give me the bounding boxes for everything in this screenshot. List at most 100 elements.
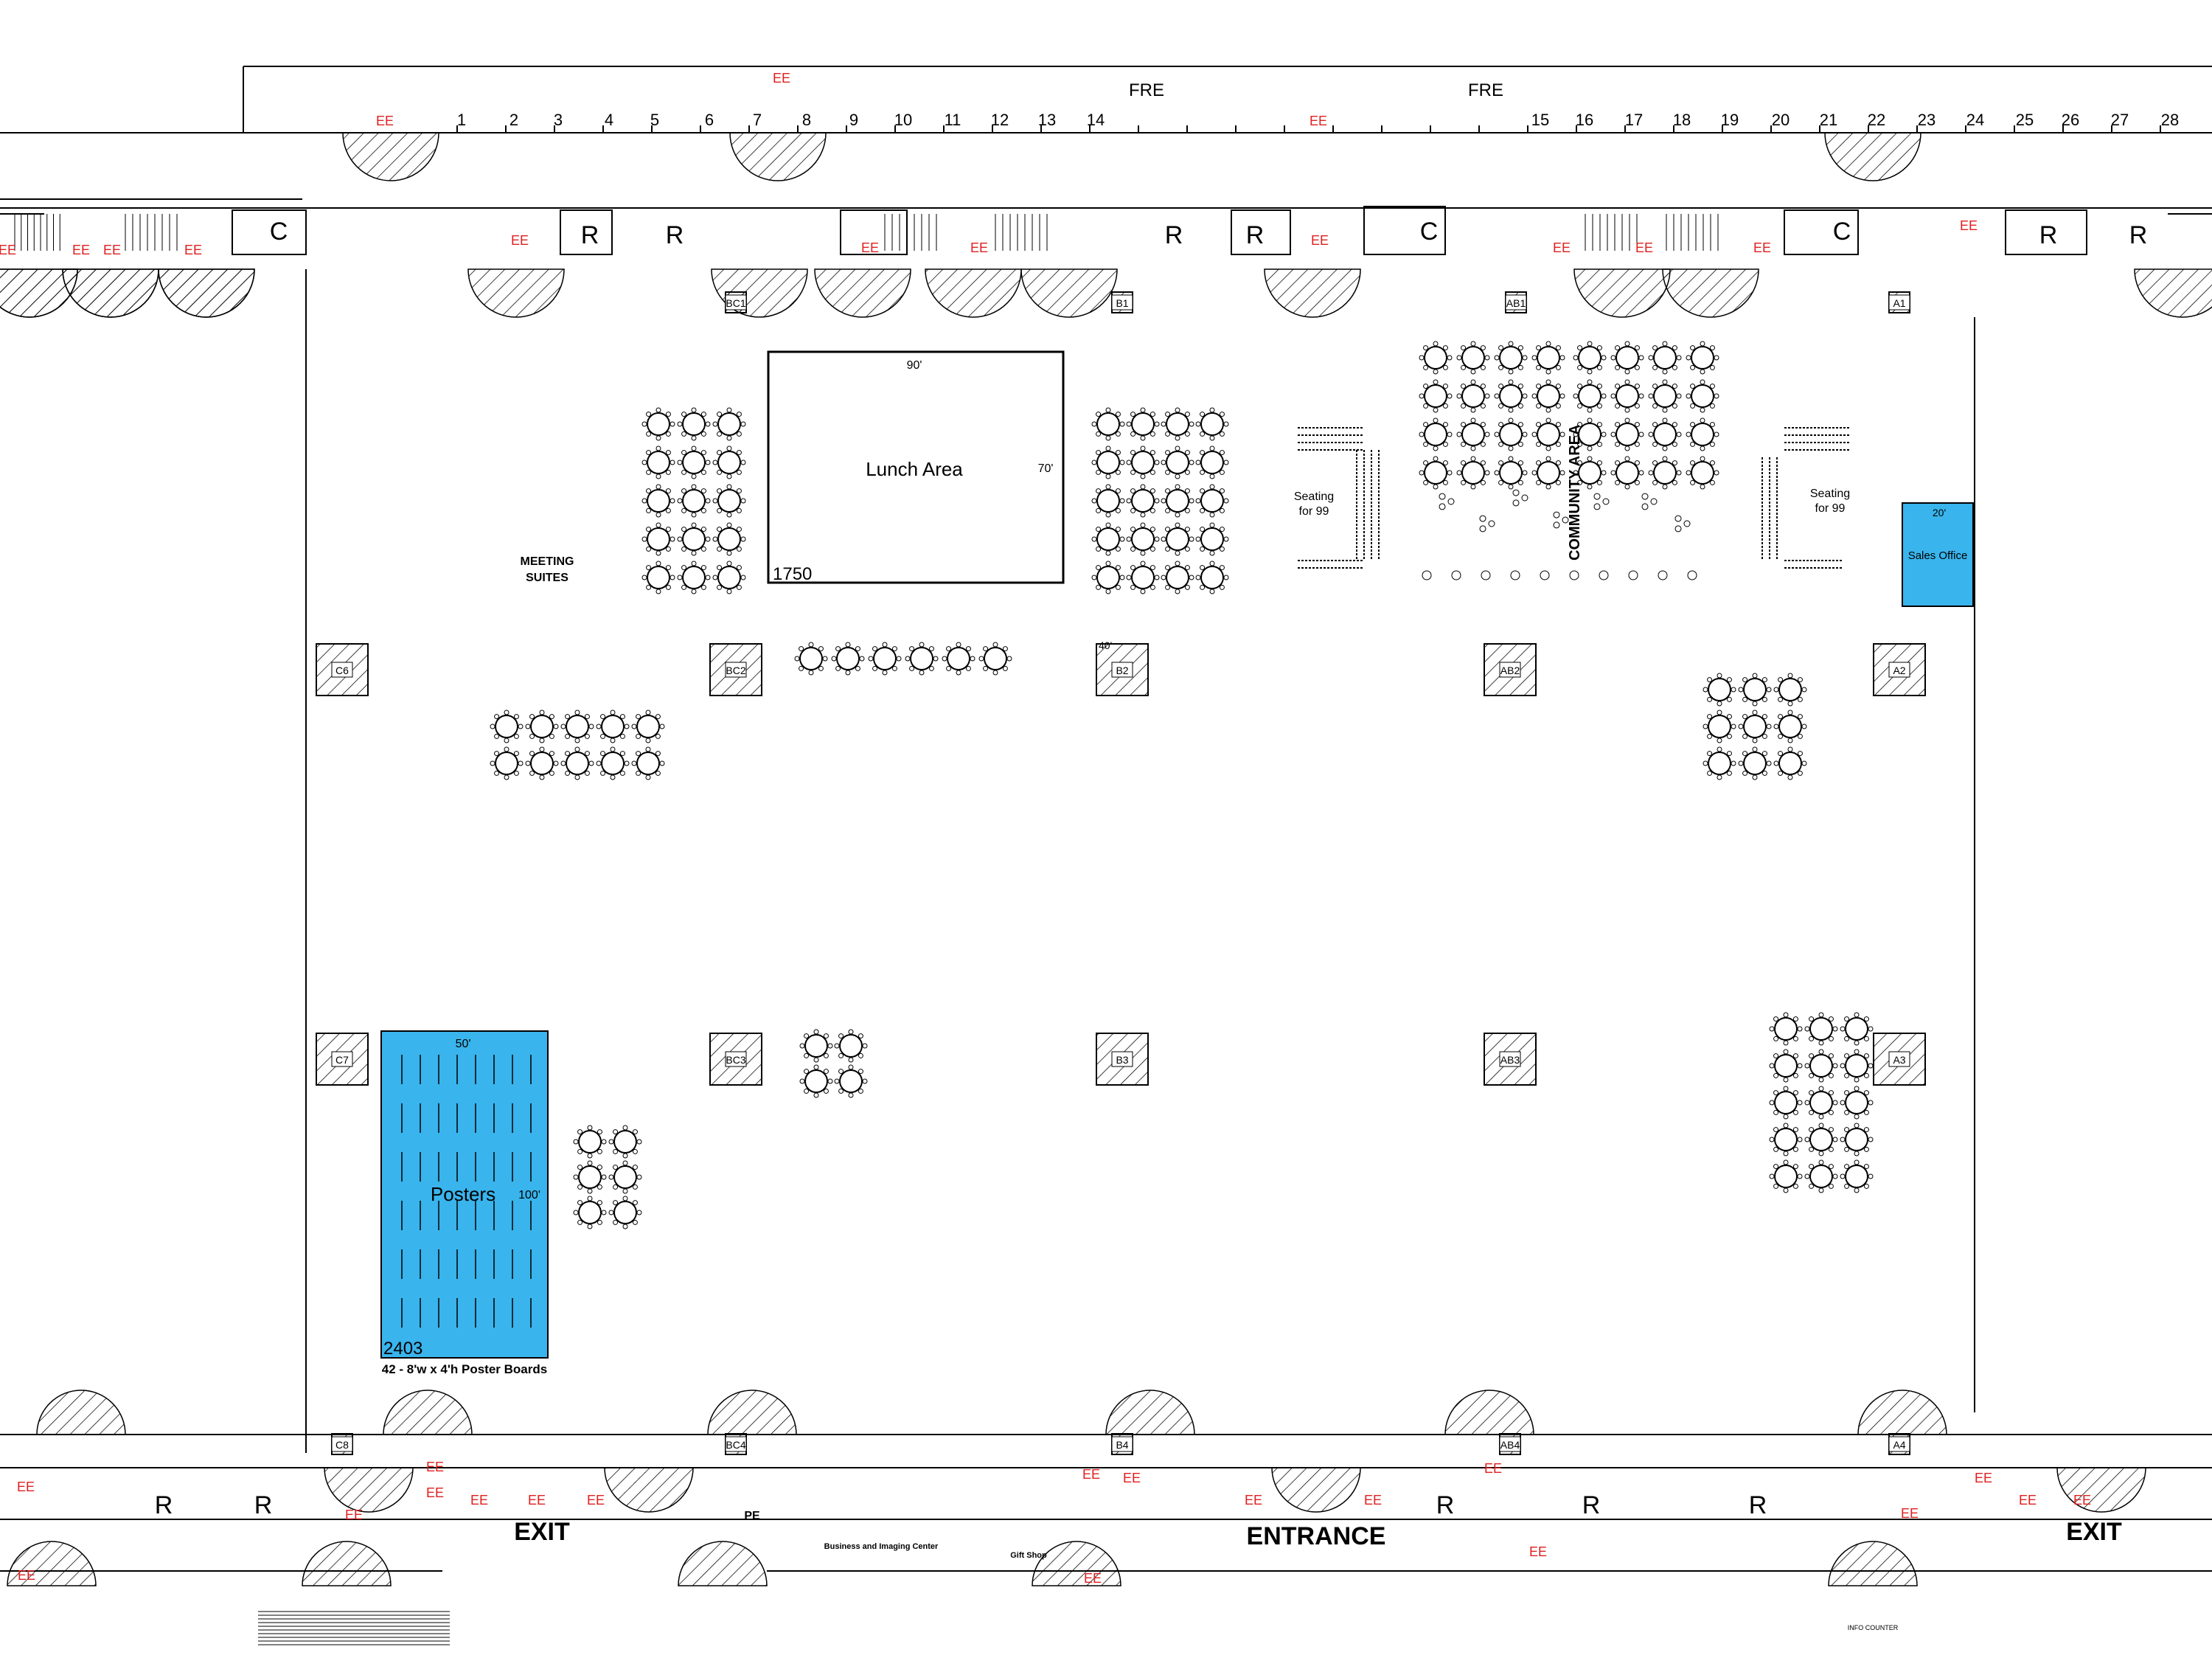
r-label-bottom-3: R [1582, 1491, 1601, 1519]
booth-number-19[interactable]: 19 [1721, 111, 1739, 129]
booth-number-5[interactable]: 5 [650, 111, 659, 129]
booth-number-28[interactable]: 28 [2161, 111, 2179, 129]
booth-number-2[interactable]: 2 [509, 111, 518, 129]
booth-number-12[interactable]: 12 [991, 111, 1009, 129]
r-label-bottom-1: R [254, 1491, 273, 1519]
seating-left-label-1: Seating [1294, 490, 1334, 503]
ee-label-24: EE [2019, 1493, 2037, 1508]
svg-text:B2: B2 [1116, 665, 1128, 676]
booth-number-14[interactable]: 14 [1087, 111, 1105, 129]
ee-label-25: EE [2073, 1493, 2091, 1508]
svg-text:C7: C7 [335, 1054, 349, 1066]
booth-number-21[interactable]: 21 [1820, 111, 1837, 129]
booth-number-13[interactable]: 13 [1038, 111, 1056, 129]
booth-number-9[interactable]: 9 [849, 111, 858, 129]
ee-label-18: EE [17, 1480, 35, 1494]
sales-office-label: Sales Office [1908, 549, 1968, 562]
column-bc2: BC2 [709, 643, 762, 696]
column-c7: C7 [316, 1033, 369, 1086]
lunch-area-label: Lunch Area [866, 458, 963, 480]
fre-label-2: FRE [1468, 80, 1503, 100]
sales-office-area[interactable] [1902, 502, 1974, 607]
exit-right-label: EXIT [2066, 1518, 2122, 1546]
booth-number-24[interactable]: 24 [1966, 111, 1984, 129]
svg-text:C6: C6 [335, 665, 349, 676]
posters-sqft: 2403 [383, 1339, 422, 1359]
booth-number-27[interactable]: 27 [2111, 111, 2129, 129]
r-label-bottom-4: R [1749, 1491, 1767, 1519]
column-ab2: AB2 [1484, 643, 1537, 696]
column-c8: C8 [331, 1433, 353, 1455]
booth-number-11[interactable]: 11 [945, 111, 961, 129]
booth-number-23[interactable]: 23 [1918, 111, 1935, 129]
ee-label-5: EE [861, 240, 879, 255]
ee-label-0: EE [773, 71, 790, 86]
booth-number-22[interactable]: 22 [1868, 111, 1885, 129]
lunch-depth-dim: 70' [1038, 462, 1054, 475]
svg-text:BC2: BC2 [726, 665, 745, 676]
c-label-1: C [1420, 218, 1439, 246]
posters-label: Posters [431, 1183, 495, 1205]
ee-label-16: EE [1484, 1461, 1502, 1476]
fre-label-1: FRE [1129, 80, 1164, 100]
booth-number-4[interactable]: 4 [605, 111, 613, 129]
booth-number-17[interactable]: 17 [1625, 111, 1643, 129]
poster-boards [401, 1055, 532, 1328]
entrance-label: ENTRANCE [1247, 1522, 1386, 1550]
exit-left-label: EXIT [514, 1518, 570, 1546]
svg-text:A3: A3 [1893, 1054, 1905, 1066]
ee-label-32: EE [1529, 1544, 1547, 1559]
svg-text:B3: B3 [1116, 1054, 1128, 1066]
booth-number-18[interactable]: 18 [1673, 111, 1691, 129]
ee-label-19: EE [470, 1493, 488, 1508]
ee-label-21: EE [587, 1493, 605, 1508]
booth-number-20[interactable]: 20 [1772, 111, 1790, 129]
ee-label-31: EE [1082, 1467, 1100, 1482]
column-b2: B2 [1096, 643, 1149, 696]
svg-text:AB4: AB4 [1500, 1439, 1520, 1451]
seating-right-label-2: for 99 [1815, 502, 1846, 515]
ee-label-4: EE [1311, 233, 1329, 248]
lunch-width-dim: 90' [907, 359, 922, 372]
booth-number-1[interactable]: 1 [457, 111, 466, 129]
svg-text:AB3: AB3 [1500, 1054, 1520, 1066]
r-label-4: R [2039, 221, 2058, 249]
svg-text:AB2: AB2 [1500, 665, 1520, 676]
seating-left-label-2: for 99 [1299, 505, 1329, 518]
business-center-label: Business and Imaging Center [824, 1542, 939, 1551]
booth-number-10[interactable]: 10 [894, 111, 912, 129]
ee-label-12: EE [184, 243, 202, 257]
ee-label-7: EE [1553, 240, 1571, 255]
r-label-bottom-0: R [155, 1491, 173, 1519]
booth-number-3[interactable]: 3 [554, 111, 563, 129]
column-a2: A2 [1873, 643, 1926, 696]
booth-number-25[interactable]: 25 [2016, 111, 2034, 129]
svg-text:BC4: BC4 [726, 1439, 745, 1451]
booth-number-8[interactable]: 8 [802, 111, 811, 129]
booth-number-15[interactable]: 15 [1531, 111, 1549, 129]
ee-label-15: EE [1123, 1471, 1141, 1485]
svg-text:A4: A4 [1893, 1439, 1905, 1451]
ee-label-6: EE [970, 240, 988, 255]
r-label-3: R [1246, 221, 1265, 249]
door-swing-arcs [0, 132, 2212, 1586]
booth-number-7[interactable]: 7 [753, 111, 762, 129]
svg-text:A2: A2 [1893, 665, 1905, 676]
r-label-0: R [581, 221, 599, 249]
r-label-2: R [1165, 221, 1183, 249]
booth-number-6[interactable]: 6 [705, 111, 714, 129]
column-a3: A3 [1873, 1033, 1926, 1086]
svg-text:BC3: BC3 [726, 1054, 745, 1066]
booth-number-16[interactable]: 16 [1576, 111, 1593, 129]
ee-label-11: EE [103, 243, 121, 257]
lunch-area-boundary[interactable] [767, 350, 1065, 584]
r-label-5: R [2129, 221, 2148, 249]
booth-number-26[interactable]: 26 [2062, 111, 2079, 129]
posters-area[interactable] [380, 1030, 549, 1359]
column-bc4: BC4 [725, 1433, 747, 1455]
